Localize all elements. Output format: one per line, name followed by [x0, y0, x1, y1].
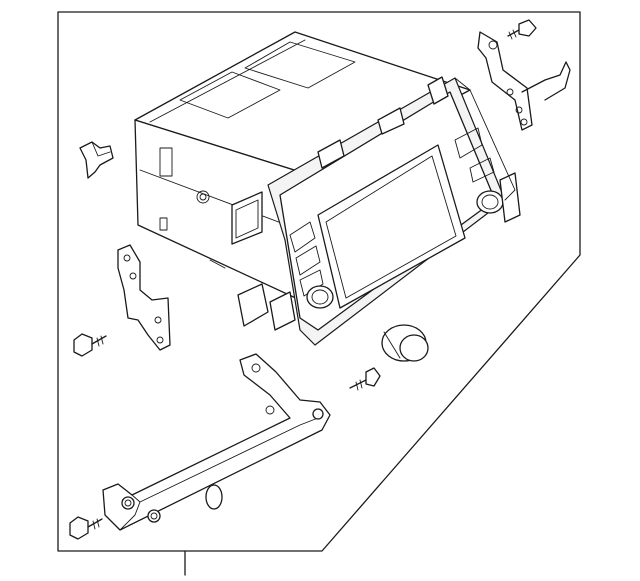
wire-clip-icon — [79, 141, 114, 179]
rear-bracket-icon — [477, 31, 571, 131]
screw-icon — [507, 19, 537, 40]
screw-icon — [69, 516, 103, 540]
control-knob-icon — [381, 324, 429, 362]
left-bracket-icon — [117, 244, 171, 351]
lower-support-bracket-icon — [102, 353, 331, 531]
diagram-frame — [57, 11, 581, 576]
screw-icon — [349, 367, 381, 391]
radio-head-unit-icon — [134, 31, 521, 346]
screw-icon — [73, 333, 107, 357]
